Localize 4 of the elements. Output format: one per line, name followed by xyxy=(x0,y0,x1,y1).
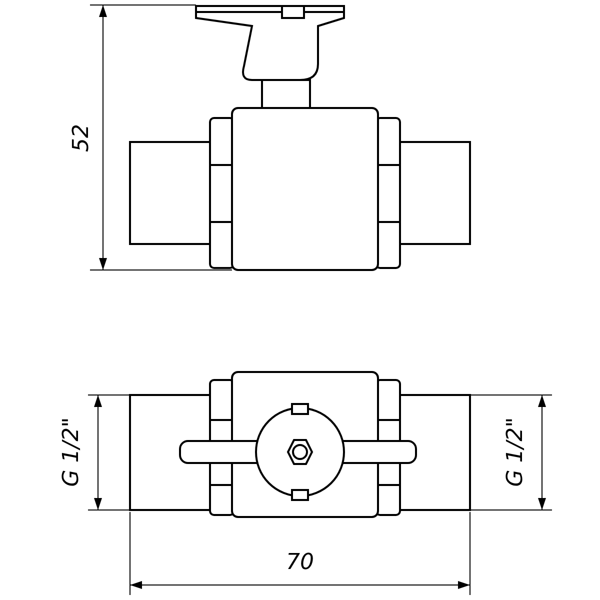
dimension-label: G 1/2" xyxy=(504,417,527,487)
dimension-label: 70 xyxy=(286,552,314,574)
dimension-label: 52 xyxy=(71,124,93,152)
dimension-label: G 1/2" xyxy=(60,417,83,487)
